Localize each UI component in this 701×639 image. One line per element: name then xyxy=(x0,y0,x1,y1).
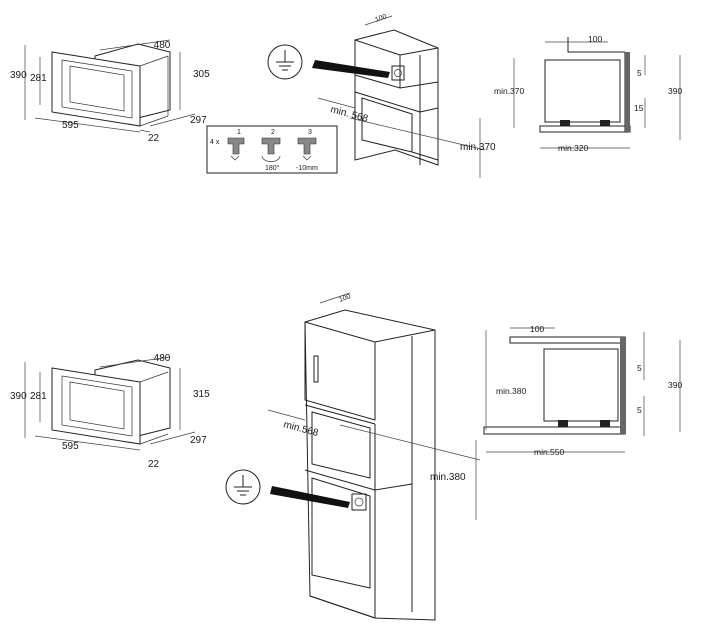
pointer-arrow xyxy=(270,486,350,508)
top-depth-label: 100 xyxy=(374,13,387,24)
height-total-label: 390 xyxy=(10,70,27,81)
bracket-icon-3 xyxy=(297,137,317,161)
side-total-label: 390 xyxy=(668,380,682,390)
side-view-bottom xyxy=(483,327,681,453)
step-1-number: 1 xyxy=(237,129,241,136)
front-width-label: 595 xyxy=(62,120,79,131)
min-height-label: min.370 xyxy=(460,142,496,153)
height-total-label: 390 xyxy=(10,391,27,402)
side-min-height-label: min.380 xyxy=(496,386,527,396)
side-min-depth-label: min.320 xyxy=(558,143,589,153)
rotate-label: 180° xyxy=(265,164,280,172)
side-view-top xyxy=(513,37,681,149)
earth-symbol-icon xyxy=(225,469,261,505)
steps-count: 4 x xyxy=(210,139,220,146)
side-min-depth-label: min.550 xyxy=(534,447,565,457)
offset-label: -10mm xyxy=(296,165,318,172)
width-label: 480 xyxy=(154,40,171,51)
step-2-number: 2 xyxy=(271,129,275,136)
side-top-gap-label: 100 xyxy=(588,34,602,44)
side-min-height-label: min.370 xyxy=(494,86,525,96)
pointer-arrow xyxy=(312,60,390,78)
socket-icon xyxy=(351,493,367,511)
mounting-steps-box xyxy=(206,125,338,174)
side-total-label: 390 xyxy=(668,86,682,96)
oven-dimensions-bottom xyxy=(24,356,196,451)
door-handle xyxy=(313,355,319,383)
width-label: 480 xyxy=(154,353,171,364)
earth-symbol-icon xyxy=(267,44,303,80)
cabinet-top xyxy=(267,15,486,178)
frame-label: 22 xyxy=(148,459,160,470)
height-door-label: 281 xyxy=(30,73,47,84)
side-gap-top-label: 5 xyxy=(637,68,642,78)
depth-bottom-label: 297 xyxy=(190,115,207,126)
depth-bottom-label: 297 xyxy=(190,435,207,446)
side-gap-bottom-label: 15 xyxy=(634,103,644,113)
socket-icon xyxy=(391,65,405,81)
side-gap-bottom-label: 5 xyxy=(637,405,642,415)
depth-side-label: 315 xyxy=(193,389,210,400)
oven-dimensions-top xyxy=(24,39,196,133)
front-width-label: 595 xyxy=(62,441,79,452)
bracket-icon-2 xyxy=(261,137,281,162)
step-3-number: 3 xyxy=(308,129,312,136)
side-top-gap-label: 100 xyxy=(530,324,544,334)
frame-label: 22 xyxy=(148,133,160,144)
height-door-label: 281 xyxy=(30,391,47,402)
bracket-icon-1 xyxy=(227,137,245,161)
min-height-label: min.380 xyxy=(430,472,466,483)
tall-cabinet xyxy=(225,292,481,621)
depth-side-label: 305 xyxy=(193,69,210,80)
side-gap-top-label: 5 xyxy=(637,363,642,373)
top-depth-label: 100 xyxy=(338,293,351,304)
